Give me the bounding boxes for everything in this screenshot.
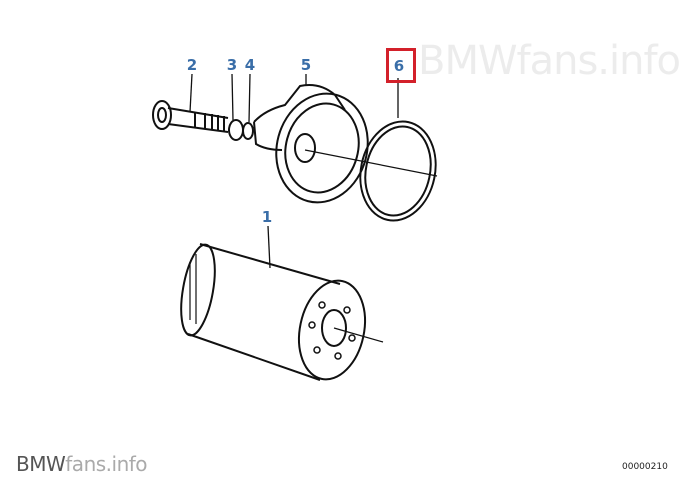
logo-main: BMW <box>16 452 66 476</box>
filter-housing <box>253 84 369 204</box>
site-logo[interactable]: BMWfans.info <box>16 452 148 476</box>
axis-line <box>333 327 384 343</box>
highlight-box <box>386 48 416 83</box>
seal-ring <box>242 122 254 140</box>
callout-1[interactable]: 1 <box>261 208 273 226</box>
watermark: BMWfans.info <box>418 38 681 84</box>
callout-4[interactable]: 4 <box>244 56 256 74</box>
leader-lines <box>189 73 399 269</box>
washer <box>228 119 244 141</box>
callout-6[interactable]: 6 <box>393 57 405 75</box>
callout-2[interactable]: 2 <box>186 56 198 74</box>
callout-3[interactable]: 3 <box>226 56 238 74</box>
callout-5[interactable]: 5 <box>300 56 312 74</box>
logo-sub: fans.info <box>65 452 148 476</box>
diagram-code: 00000210 <box>622 462 668 472</box>
o-ring <box>359 120 437 222</box>
oil-filter <box>180 243 366 381</box>
axis-line <box>304 149 438 177</box>
banjo-bolt <box>152 100 229 133</box>
